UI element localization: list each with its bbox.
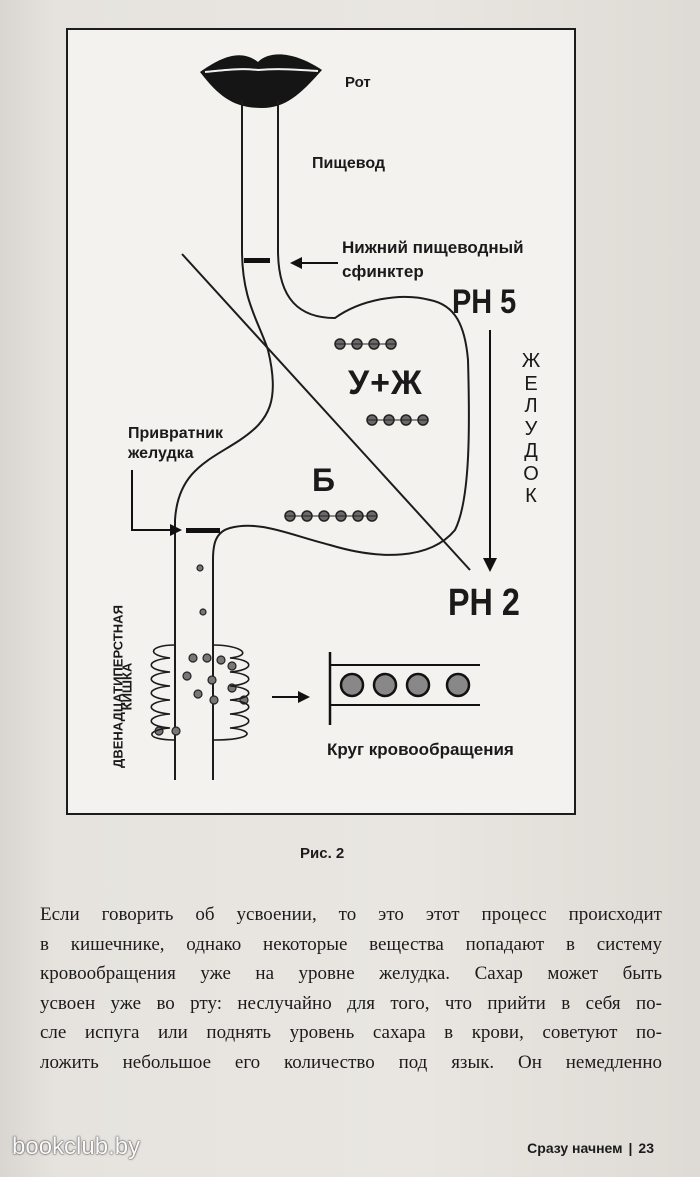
label-sphincter-2: сфинктер	[342, 262, 424, 281]
diagonal-line	[181, 253, 471, 571]
label-pylorus-2: желудка	[128, 445, 194, 462]
esophagus-wall-left	[174, 100, 274, 780]
intestine-villi-right	[212, 644, 250, 741]
page-number: 23	[638, 1140, 654, 1156]
intestine-villi-left	[150, 644, 176, 741]
blood-cells	[339, 672, 471, 698]
body-line: кровообращения уже на уровне желудка. Са…	[40, 963, 662, 984]
sphincter-marker	[244, 258, 270, 263]
body-line: Если говорить об усвоении, то это этот п…	[40, 904, 662, 925]
footer-separator: |	[628, 1140, 633, 1156]
label-protein: Б	[312, 462, 335, 498]
esophagus-wall-right	[212, 100, 470, 780]
body-line: усвоен уже во рту: неслучайно для того, …	[40, 992, 662, 1014]
label-pylorus-1: Привратник	[128, 425, 223, 442]
running-title: Сразу начнем	[527, 1140, 623, 1156]
label-fat-protein: У+Ж	[348, 364, 423, 402]
lips-icon	[200, 54, 322, 108]
watermark: bookclub.by	[12, 1133, 141, 1160]
label-esophagus: Пищевод	[312, 155, 386, 172]
label-mouth: Рот	[345, 74, 371, 91]
body-line: сле испуга или поднять уровень сахара в …	[40, 1022, 662, 1043]
label-ph-top: PH 5	[452, 283, 517, 321]
label-ph-bottom: PH 2	[448, 582, 520, 624]
body-line: ложить небольшое его количество под язык…	[40, 1051, 662, 1073]
pylorus-marker	[186, 528, 220, 533]
body-paragraph: Если говорить об усвоении, то это этот п…	[40, 900, 662, 1077]
body-line: в кишечнике, однако некоторые вещества п…	[40, 933, 662, 955]
page-footer: Сразу начнем | 23	[527, 1140, 654, 1156]
figure-caption: Рис. 2	[300, 845, 345, 862]
label-circulation: Круг кровообращения	[327, 740, 514, 759]
label-duodenum-2: КИШКА	[119, 662, 135, 711]
label-sphincter-1: Нижний пищеводный	[342, 238, 524, 257]
label-stomach: ЖЕЛУДОК	[521, 350, 541, 507]
dots-duodenum	[154, 564, 249, 736]
